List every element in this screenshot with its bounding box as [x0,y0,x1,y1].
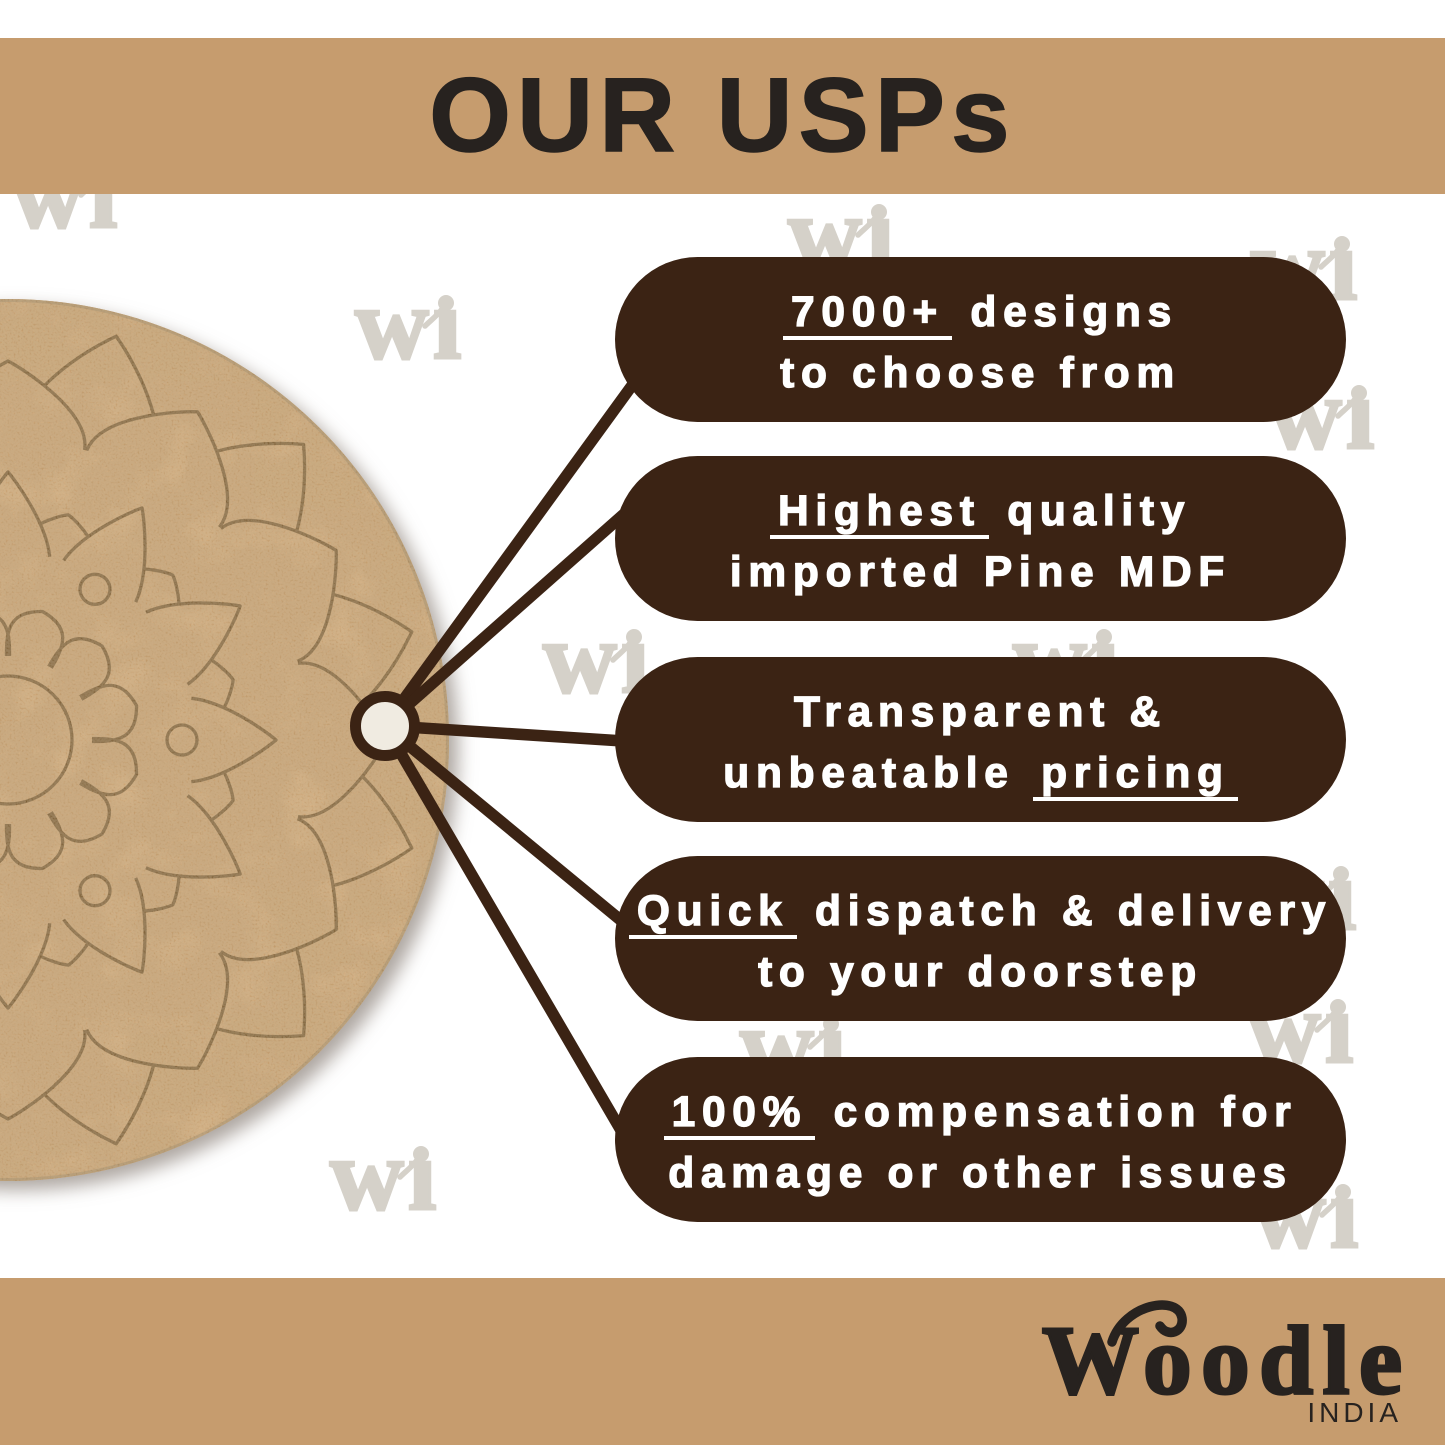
svg-text:Woodle: Woodle [1042,1307,1412,1414]
svg-text:INDIA: INDIA [1307,1397,1402,1428]
